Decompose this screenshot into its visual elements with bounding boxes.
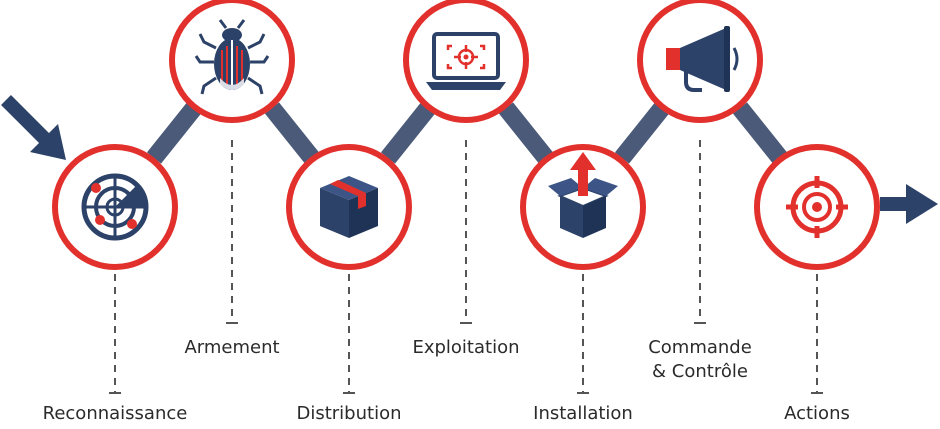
- stage-circle-1: [52, 144, 178, 270]
- exit-arrow: [880, 184, 938, 224]
- stage-label-actions: Actions: [784, 403, 850, 424]
- leader-lines: [114, 140, 818, 392]
- stage-label-distribution: Distribution: [296, 403, 402, 424]
- stage-circle-3: [286, 144, 412, 270]
- connector-4-5: [498, 102, 554, 164]
- laptop-target-icon: [426, 32, 506, 90]
- package-icon: [320, 176, 378, 238]
- leader-caps: [109, 322, 823, 394]
- megaphone-icon: [666, 26, 739, 92]
- connector-2-3: [264, 102, 320, 164]
- entry-arrow: [1, 95, 66, 160]
- stage-circle-6: [637, 0, 763, 123]
- stage-label-installation: Installation: [533, 403, 633, 424]
- connector-5-6: [614, 102, 670, 164]
- target-icon: [786, 176, 848, 238]
- stage-circle-4: [403, 0, 529, 123]
- connectors: [146, 102, 788, 164]
- stage-label-armement: Armement: [184, 337, 280, 358]
- connector-3-4: [380, 102, 436, 164]
- box-upload-icon: [548, 152, 618, 238]
- bug-icon: [194, 19, 270, 95]
- stage-circle-5: [520, 144, 646, 270]
- connector-6-7: [732, 102, 788, 164]
- connector-1-2: [146, 102, 202, 164]
- stage-circle-2: [169, 0, 295, 123]
- stage-label-commande-controle: Commande & Contrôle: [648, 337, 752, 382]
- stage-label-exploitation: Exploitation: [412, 337, 520, 358]
- radar-icon: [81, 173, 149, 241]
- stage-circle-7: [754, 144, 880, 270]
- stage-label-reconnaissance: Reconnaissance: [42, 403, 188, 424]
